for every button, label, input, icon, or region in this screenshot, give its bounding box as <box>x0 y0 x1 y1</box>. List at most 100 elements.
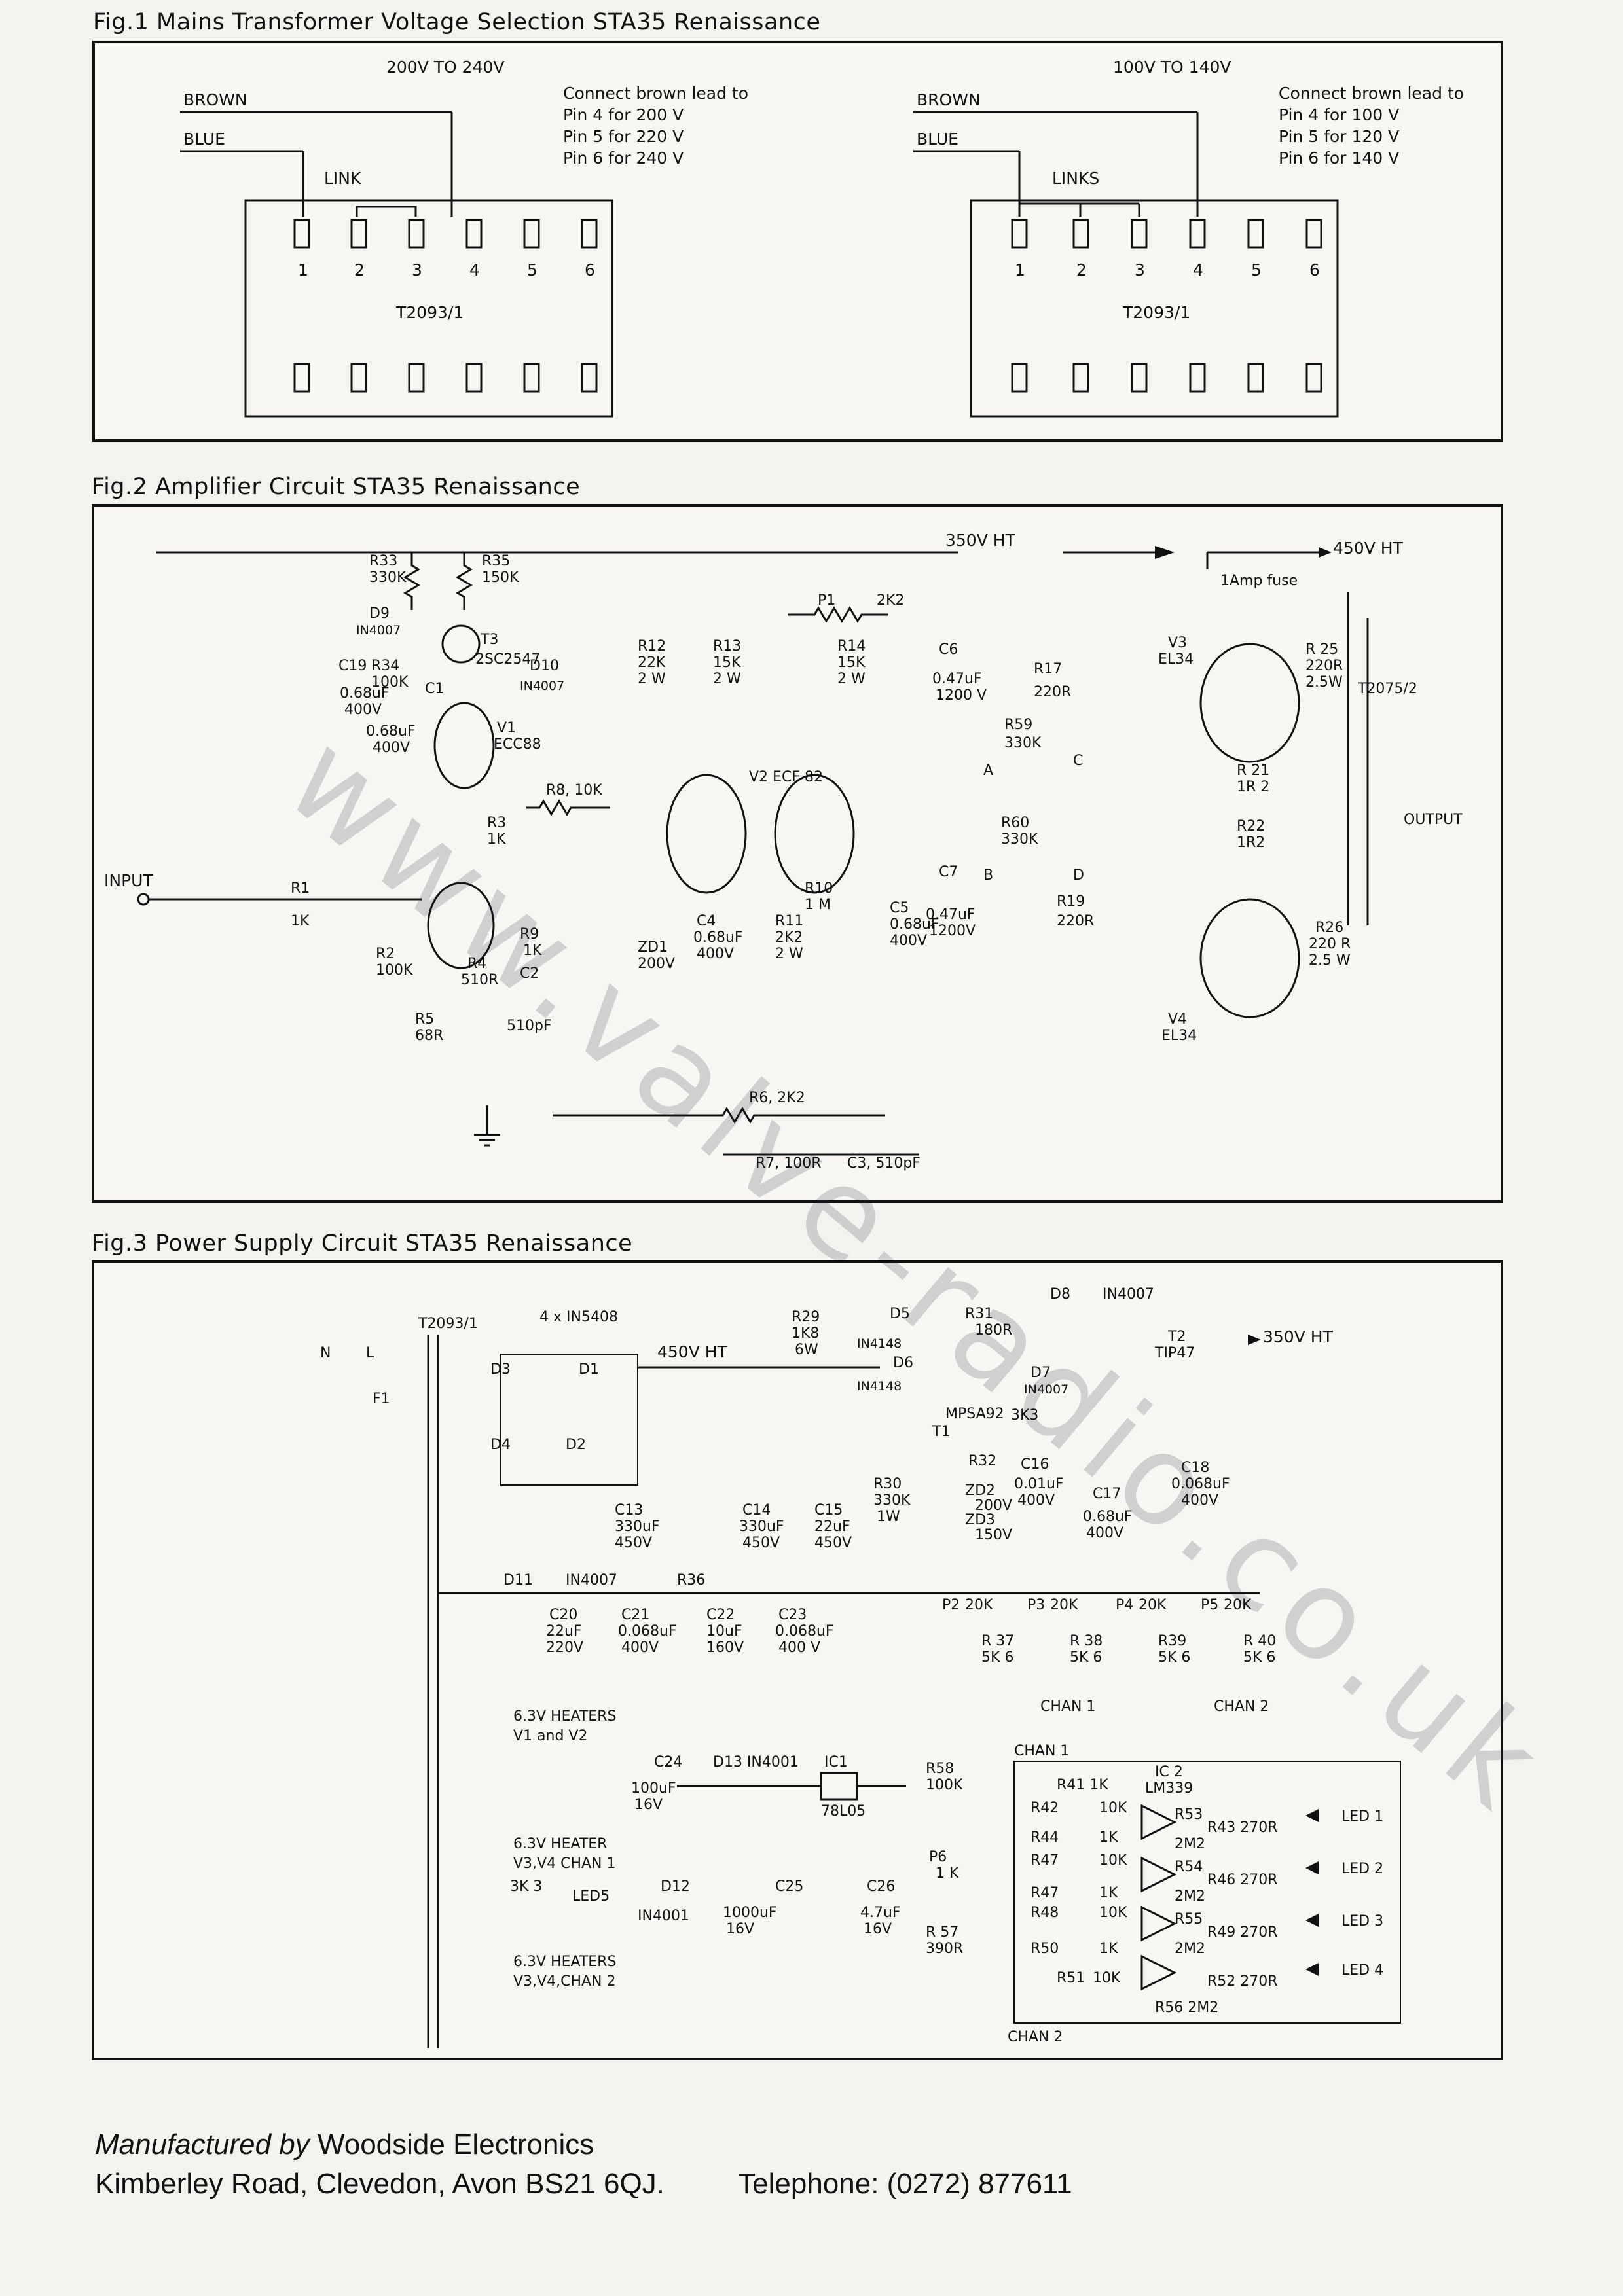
fig1-right-link: LINKS <box>1052 169 1099 188</box>
fig2-r22v: 1R2 <box>1237 834 1265 851</box>
fig3-c15v: 22uF <box>814 1518 850 1535</box>
fig3-ic2: IC 2 <box>1155 1764 1183 1780</box>
fig1-diagram: 200V TO 240V BROWN BLUE Connect brown le… <box>180 58 1464 418</box>
fig2-v4: V4 <box>1168 1011 1187 1028</box>
fig2-r11w: 2 W <box>775 946 803 962</box>
fig2-r59v: 330K <box>1004 735 1042 751</box>
fig2-r25v: 220R <box>1305 658 1343 674</box>
fig3-r48v: 10K <box>1099 1905 1127 1921</box>
fig3-heat3b: V3,V4,CHAN 2 <box>513 1973 615 1990</box>
fig3-d5v: IN4148 <box>857 1336 902 1351</box>
fig3-p5: P5 <box>1201 1597 1218 1613</box>
fig2-c6w: 1200 V <box>936 687 987 704</box>
fig2-t3: T3 <box>480 632 498 648</box>
fig3-zd3v: 150V <box>975 1527 1012 1543</box>
fig3-c15: C15 <box>814 1502 843 1518</box>
fig3-c20: C20 <box>549 1607 577 1623</box>
fig3-r29w: 6W <box>795 1342 818 1358</box>
fig3-r51: R51 <box>1057 1970 1085 1986</box>
fig1-left-pin-6: 6 <box>585 260 595 279</box>
fig3-p2v: 20K <box>965 1597 993 1613</box>
fig2-r13v: 15K <box>713 655 741 671</box>
fig1-left-pin-4: 4 <box>469 260 480 279</box>
fig3-led3: LED 3 <box>1341 1913 1383 1929</box>
fig3-r47: R47 <box>1030 1852 1059 1869</box>
fig3-r30v: 330K <box>873 1492 911 1509</box>
fig3-c13: C13 <box>615 1502 643 1518</box>
fig3-r58: R58 <box>926 1761 954 1777</box>
fig3-r32: R32 <box>968 1453 996 1469</box>
fig3-heat1: 6.3V HEATERS <box>513 1708 616 1725</box>
fig1-right-pin-6: 6 <box>1309 260 1320 279</box>
fig2-v4v: EL34 <box>1161 1028 1197 1044</box>
fig3-d2: D2 <box>566 1437 586 1453</box>
fig1-left-note-2: Pin 4 for 200 V <box>563 105 684 124</box>
fig3-p4: P4 <box>1116 1597 1133 1613</box>
fig2-hv450: 450V HT <box>1333 539 1404 558</box>
fig3-d12: D12 <box>661 1878 690 1895</box>
fig1-left-part: T2093/1 <box>395 303 464 322</box>
fig3-t1: T1 <box>932 1424 950 1440</box>
fig3-p3v: 20K <box>1050 1597 1078 1613</box>
fig1-right-brown: BROWN <box>917 90 981 109</box>
fig1-left-brown: BROWN <box>183 90 247 109</box>
fig2-frame: 350V HT 450V HT 1Amp fuse R33 330K R35 1… <box>92 504 1503 1203</box>
fig3-frame: T2093/1 4 x IN5408 450V HT 350V HT N L F… <box>92 1260 1503 2060</box>
fig3-c25v: 1000uF <box>723 1905 777 1921</box>
fig3-r36: R36 <box>677 1572 705 1588</box>
fig3-chan1: CHAN 1 <box>1040 1698 1095 1715</box>
fig3-r30w: 1W <box>877 1509 900 1525</box>
fig2-r8: R8, 10K <box>546 782 602 798</box>
fig1-left-blue: BLUE <box>183 130 225 149</box>
fig3-r38: R 38 <box>1070 1633 1103 1649</box>
fig2-zd1v: 200V <box>638 956 675 972</box>
fig2-r35v: 150K <box>482 569 519 586</box>
fig1-left-pin-5: 5 <box>527 260 538 279</box>
fig2-d10v: IN4007 <box>520 679 564 693</box>
fig2-fuse: 1Amp fuse <box>1220 573 1298 589</box>
fig1-right-blue: BLUE <box>917 130 958 149</box>
fig3-r50v: 1K <box>1099 1941 1118 1957</box>
fig3-d8v: IN4007 <box>1103 1286 1154 1302</box>
fig2-v1v: ECC88 <box>494 736 541 753</box>
fig2-r21: R 21 <box>1237 762 1269 779</box>
fig2-r26: R26 <box>1315 920 1343 936</box>
fig3-r43: R43 270R <box>1207 1820 1278 1836</box>
fig3-zd3: ZD3 <box>965 1512 995 1528</box>
fig2-r14v: 15K <box>837 655 866 671</box>
fig3-r31v: 180R <box>975 1322 1012 1338</box>
fig3-c18w: 400V <box>1181 1492 1218 1509</box>
fig3-chan2: CHAN 2 <box>1214 1698 1269 1715</box>
fig1-right-pin-1: 1 <box>1015 260 1025 279</box>
fig2-r5v: 68R <box>415 1028 443 1044</box>
fig3-r37v: 5K 6 <box>981 1649 1013 1666</box>
fig3-c14w: 450V <box>742 1535 780 1551</box>
fig2-input: INPUT <box>104 871 153 890</box>
fig3-c26v: 4.7uF <box>860 1905 901 1921</box>
fig2-r10v: 1 M <box>805 897 831 913</box>
fig3-r39v: 5K 6 <box>1158 1649 1190 1666</box>
fig3-c24: C24 <box>654 1754 682 1770</box>
fig2-r19: R19 <box>1057 893 1085 910</box>
fig3-r50: R50 <box>1030 1941 1059 1957</box>
fig3-led5: LED5 <box>572 1888 610 1905</box>
fig3-bridge: 4 x IN5408 <box>539 1309 618 1325</box>
fig2-r4v: 510R <box>461 972 498 988</box>
fig2-r60v: 330K <box>1001 831 1038 848</box>
fig2-r25: R 25 <box>1305 641 1338 658</box>
fig2-c19w: 400V <box>344 702 382 718</box>
fig1-left-note-3: Pin 5 for 220 V <box>563 127 684 146</box>
footer-company: Woodside Electronics <box>317 2128 594 2161</box>
fig2-r14w: 2 W <box>837 671 866 687</box>
fig3-r56: R56 2M2 <box>1155 2000 1218 2016</box>
fig2-r1: R1 <box>291 880 310 897</box>
fig3-led1: LED 1 <box>1341 1808 1383 1825</box>
fig3-c21: C21 <box>621 1607 649 1623</box>
fig3-r42v: 10K <box>1099 1800 1127 1816</box>
fig3-r3k3: 3K 3 <box>510 1878 542 1895</box>
fig3-f1: F1 <box>373 1391 390 1407</box>
fig2-r13: R13 <box>713 638 741 655</box>
fig3-r57: R 57 <box>926 1924 958 1941</box>
fig3-p2: P2 <box>942 1597 960 1613</box>
fig3-r2m2-b: 2M2 <box>1175 1888 1205 1905</box>
